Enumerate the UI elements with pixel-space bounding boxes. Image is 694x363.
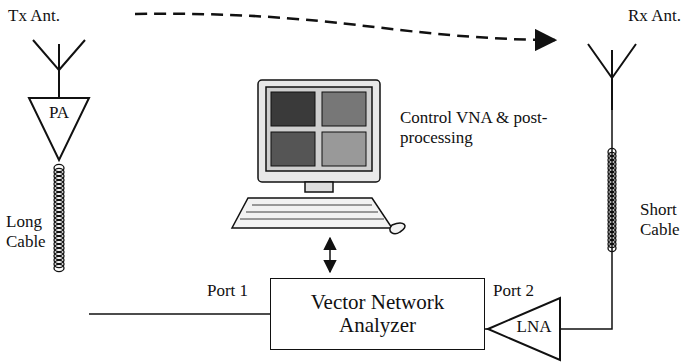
tx-antenna xyxy=(33,40,85,98)
port-label: Port 2 xyxy=(493,281,534,301)
control-link xyxy=(329,238,331,272)
antenna-label: Tx Ant. xyxy=(8,6,60,26)
cable-label: Short Cable xyxy=(640,200,690,239)
amplifier-triangle: PA xyxy=(29,98,89,160)
rx-antenna xyxy=(588,44,636,110)
node-text: Vector Network Analyzer xyxy=(285,291,470,337)
instrument-box: Vector Network Analyzer xyxy=(270,278,485,350)
note-label: Control VNA & post-processing xyxy=(400,108,550,147)
propagation-arrow xyxy=(135,14,555,40)
computer xyxy=(232,80,405,234)
rx-cable xyxy=(560,110,612,329)
node-text: PA xyxy=(29,104,89,123)
amplifier-triangle: LNA xyxy=(488,298,560,360)
node-text: LNA xyxy=(510,318,558,337)
antenna-label: Rx Ant. xyxy=(628,6,681,26)
cable-label: Long Cable xyxy=(6,212,54,251)
cable-connector xyxy=(89,313,270,315)
port-label: Port 1 xyxy=(207,281,248,301)
